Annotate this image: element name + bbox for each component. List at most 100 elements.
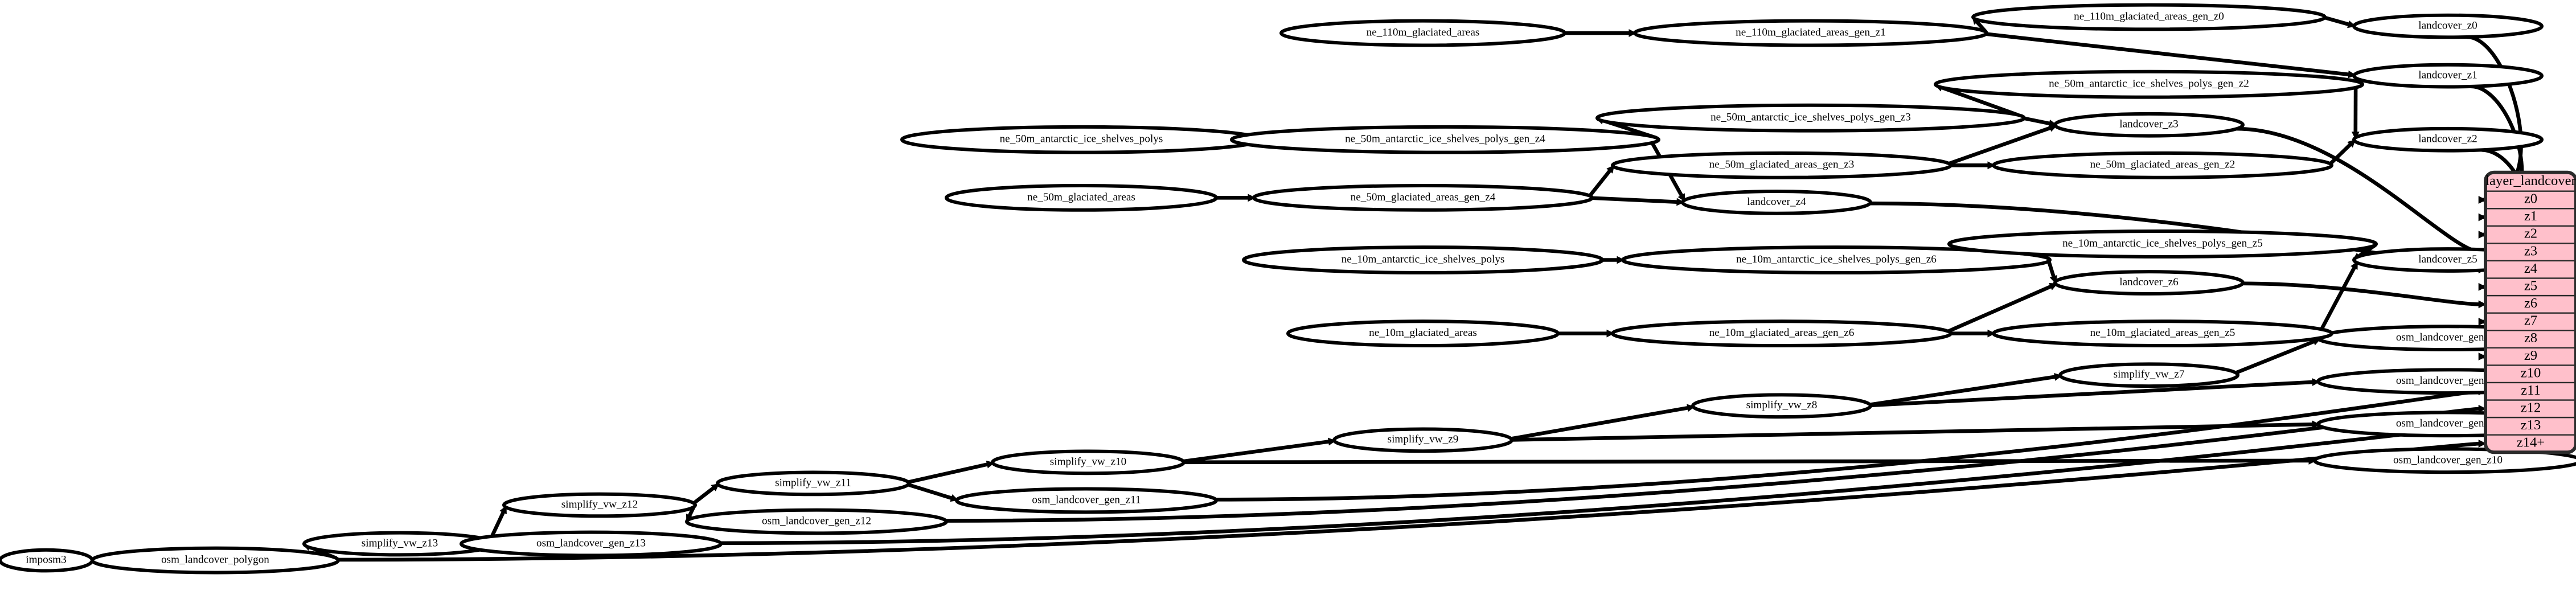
node-ne_50m_glaciated_areas_gen_z3[interactable]: ne_50m_glaciated_areas_gen_z3: [1611, 151, 1952, 179]
node-imposm3[interactable]: imposm3: [0, 548, 94, 573]
node-simplify_vw_z7[interactable]: simplify_vw_z7: [2058, 362, 2239, 388]
node-landcover_z4[interactable]: landcover_z4: [1681, 190, 1872, 215]
table-row-z13[interactable]: z13: [2521, 417, 2541, 433]
node-ellipse[interactable]: [1934, 69, 2364, 99]
node-label: ne_10m_antarctic_ice_shelves_polys_gen_z…: [1736, 253, 1937, 265]
edge-arrowhead: [2478, 282, 2487, 291]
node-ne_110m_glaciated_areas_gen_z1[interactable]: ne_110m_glaciated_areas_gen_z1: [1633, 19, 1988, 47]
table-row-z5[interactable]: z5: [2524, 278, 2537, 293]
node-ellipse[interactable]: [716, 470, 910, 497]
table-header: layer_landcover: [2485, 173, 2575, 188]
node-label: osm_landcover_gen_z10: [2393, 454, 2503, 466]
node-ellipse[interactable]: [1681, 190, 1872, 215]
node-ne_50m_antarctic_ice_shelves_polys_gen_z2[interactable]: ne_50m_antarctic_ice_shelves_polys_gen_z…: [1934, 69, 2364, 99]
node-osm_landcover_gen_z12[interactable]: osm_landcover_gen_z12: [685, 508, 948, 535]
node-ne_10m_glaciated_areas[interactable]: ne_10m_glaciated_areas: [1286, 319, 1560, 348]
node-ellipse[interactable]: [460, 530, 723, 557]
node-ne_50m_antarctic_ice_shelves_polys_gen_z3[interactable]: ne_50m_antarctic_ice_shelves_polys_gen_z…: [1595, 103, 2026, 133]
node-simplify_vw_z11[interactable]: simplify_vw_z11: [716, 470, 910, 497]
edge-arrowhead: [1606, 165, 1615, 174]
node-ne_50m_glaciated_areas[interactable]: ne_50m_glaciated_areas: [945, 183, 1218, 212]
edge-arrowhead: [2054, 373, 2062, 381]
node-ne_10m_antarctic_ice_shelves_polys_gen_z6[interactable]: ne_10m_antarctic_ice_shelves_polys_gen_z…: [1621, 245, 2052, 274]
node-simplify_vw_z8[interactable]: simplify_vw_z8: [1691, 393, 1872, 419]
node-ellipse[interactable]: [1242, 245, 1604, 274]
node-ne_110m_glaciated_areas_gen_z0[interactable]: ne_110m_glaciated_areas_gen_z0: [1971, 3, 2327, 31]
node-ellipse[interactable]: [1992, 151, 2333, 179]
table-row-z0[interactable]: z0: [2524, 191, 2537, 207]
node-simplify_vw_z12[interactable]: simplify_vw_z12: [502, 492, 697, 518]
node-ellipse[interactable]: [1332, 427, 1513, 453]
table-row-z10[interactable]: z10: [2521, 365, 2541, 380]
node-ellipse[interactable]: [685, 508, 948, 535]
edge-simplify_vw_z11-to-osm_landcover_gen_z11: [907, 482, 955, 501]
node-ne_50m_antarctic_ice_shelves_polys_gen_z4[interactable]: ne_50m_antarctic_ice_shelves_polys_gen_z…: [1230, 125, 1660, 154]
node-ellipse[interactable]: [502, 492, 697, 518]
node-ellipse[interactable]: [2352, 63, 2544, 89]
node-ellipse[interactable]: [2352, 126, 2544, 153]
node-label: ne_110m_glaciated_areas_gen_z1: [1736, 26, 1886, 38]
node-ellipse[interactable]: [1611, 151, 1952, 179]
table-row-z2[interactable]: z2: [2524, 226, 2537, 241]
node-simplify_vw_z10[interactable]: simplify_vw_z10: [991, 449, 1186, 475]
node-ellipse[interactable]: [1947, 229, 2378, 259]
table-row-z4[interactable]: z4: [2524, 261, 2537, 276]
node-ellipse[interactable]: [2313, 447, 2576, 474]
node-ne_10m_glaciated_areas_gen_z5[interactable]: ne_10m_glaciated_areas_gen_z5: [1992, 319, 2333, 348]
table-row-z12[interactable]: z12: [2521, 400, 2541, 415]
node-landcover_z1[interactable]: landcover_z1: [2352, 63, 2544, 89]
node-ellipse[interactable]: [91, 546, 340, 575]
node-ellipse[interactable]: [1252, 183, 1594, 212]
node-osm_landcover_gen_z10[interactable]: osm_landcover_gen_z10: [2313, 447, 2576, 474]
table-row-z14+[interactable]: z14+: [2517, 435, 2545, 450]
table-row-z3[interactable]: z3: [2524, 243, 2537, 259]
table-row-z8[interactable]: z8: [2524, 330, 2537, 346]
node-ellipse[interactable]: [2053, 112, 2245, 138]
node-label: ne_10m_glaciated_areas: [1369, 327, 1477, 339]
node-ellipse[interactable]: [2053, 270, 2245, 296]
node-ne_10m_antarctic_ice_shelves_polys_gen_z5[interactable]: ne_10m_antarctic_ice_shelves_polys_gen_z…: [1947, 229, 2378, 259]
node-ne_10m_antarctic_ice_shelves_polys[interactable]: ne_10m_antarctic_ice_shelves_polys: [1242, 245, 1604, 274]
node-ellipse[interactable]: [2058, 362, 2239, 388]
table-row-z7[interactable]: z7: [2524, 313, 2537, 329]
node-ellipse[interactable]: [2352, 13, 2544, 39]
node-ne_50m_antarctic_ice_shelves_polys[interactable]: ne_50m_antarctic_ice_shelves_polys: [900, 125, 1262, 154]
node-osm_landcover_gen_z13[interactable]: osm_landcover_gen_z13: [460, 530, 723, 557]
node-ellipse[interactable]: [1279, 19, 1566, 47]
node-ellipse[interactable]: [1286, 319, 1560, 348]
node-ellipse[interactable]: [1633, 19, 1988, 47]
node-ellipse[interactable]: [1611, 319, 1952, 348]
table-row-z11[interactable]: z11: [2521, 383, 2541, 398]
node-label: landcover_z6: [2119, 276, 2179, 288]
node-ellipse[interactable]: [991, 449, 1186, 475]
node-label: landcover_z0: [2418, 19, 2477, 31]
node-simplify_vw_z9[interactable]: simplify_vw_z9: [1332, 427, 1513, 453]
node-ellipse[interactable]: [955, 487, 1218, 514]
node-landcover_z6[interactable]: landcover_z6: [2053, 270, 2245, 296]
node-landcover_z3[interactable]: landcover_z3: [2053, 112, 2245, 138]
node-label: ne_10m_antarctic_ice_shelves_polys: [1342, 253, 1505, 265]
node-ellipse[interactable]: [1992, 319, 2333, 348]
edge-arrowhead: [2049, 283, 2058, 290]
node-osm_landcover_gen_z11[interactable]: osm_landcover_gen_z11: [955, 487, 1218, 514]
node-ellipse[interactable]: [1595, 103, 2026, 133]
node-ellipse[interactable]: [945, 183, 1218, 212]
edge-arrowhead: [1676, 198, 1685, 206]
node-osm_landcover_polygon[interactable]: osm_landcover_polygon: [91, 546, 340, 575]
table-row-z1[interactable]: z1: [2524, 208, 2537, 224]
node-ellipse[interactable]: [1230, 125, 1660, 154]
node-ne_50m_glaciated_areas_gen_z2[interactable]: ne_50m_glaciated_areas_gen_z2: [1992, 151, 2333, 179]
node-landcover_z2[interactable]: landcover_z2: [2352, 126, 2544, 153]
node-ellipse[interactable]: [1971, 3, 2327, 31]
node-ne_50m_glaciated_areas_gen_z4[interactable]: ne_50m_glaciated_areas_gen_z4: [1252, 183, 1594, 212]
edge-simplify_vw_z7-to-osm_landcover_gen_z7: [2235, 338, 2317, 375]
node-ne_10m_glaciated_areas_gen_z6[interactable]: ne_10m_glaciated_areas_gen_z6: [1611, 319, 1952, 348]
node-ellipse[interactable]: [1621, 245, 2052, 274]
node-label: simplify_vw_z12: [561, 498, 638, 510]
node-ellipse[interactable]: [1691, 393, 1872, 419]
table-row-z6[interactable]: z6: [2524, 296, 2537, 311]
node-landcover_z0[interactable]: landcover_z0: [2352, 13, 2544, 39]
node-ne_110m_glaciated_areas[interactable]: ne_110m_glaciated_areas: [1279, 19, 1566, 47]
table-row-z9[interactable]: z9: [2524, 348, 2537, 363]
